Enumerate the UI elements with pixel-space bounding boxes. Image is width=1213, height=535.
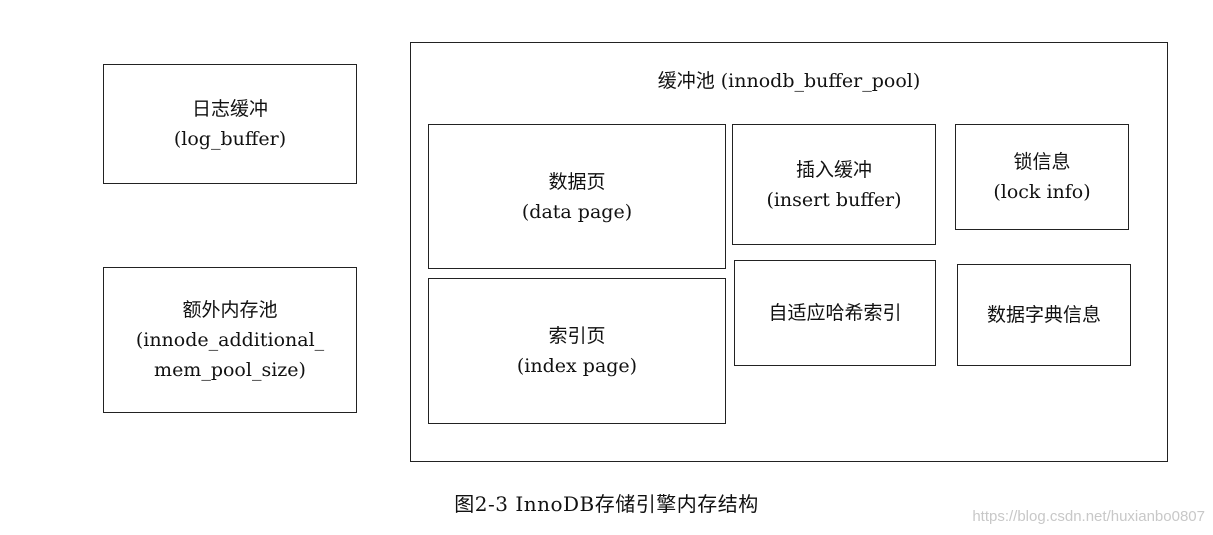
watermark: https://blog.csdn.net/huxianbo0807 (972, 508, 1205, 525)
index-page-box: 索引页 (index page) (428, 278, 726, 424)
buffer-pool-title: 缓冲池 (innodb_buffer_pool) (657, 70, 921, 92)
lock-info-box: 锁信息 (lock info) (955, 124, 1129, 230)
log-buffer-box: 日志缓冲 (log_buffer) (103, 64, 357, 184)
insert-buffer-box: 插入缓冲 (insert buffer) (732, 124, 936, 245)
index-page-sublabel: (index page) (516, 355, 638, 377)
data-dictionary-label: 数据字典信息 (986, 304, 1101, 326)
log-buffer-label: 日志缓冲 (191, 98, 268, 120)
lock-info-sublabel: (lock info) (993, 181, 1091, 203)
adaptive-hash-index-label: 自适应哈希索引 (768, 302, 902, 324)
data-dictionary-box: 数据字典信息 (957, 264, 1131, 366)
adaptive-hash-index-box: 自适应哈希索引 (734, 260, 936, 366)
log-buffer-sublabel: (log_buffer) (173, 128, 287, 150)
insert-buffer-label: 插入缓冲 (795, 158, 872, 181)
additional-mem-pool-box: 额外内存池 (innode_additional_ mem_pool_size) (103, 267, 357, 413)
lock-info-label: 锁信息 (1013, 151, 1071, 173)
figure-caption: 图2-3 InnoDB存储引擎内存结构 (454, 492, 759, 516)
additional-mem-pool-sublabel-1: (innode_additional_ (135, 329, 325, 351)
index-page-label: 索引页 (548, 325, 606, 347)
insert-buffer-sublabel: (insert buffer) (766, 188, 902, 211)
data-page-label: 数据页 (548, 170, 606, 193)
data-page-box: 数据页 (data page) (428, 124, 726, 269)
additional-mem-pool-sublabel-2: mem_pool_size) (154, 359, 306, 381)
data-page-sublabel: (data page) (521, 200, 633, 223)
additional-mem-pool-label: 额外内存池 (182, 299, 278, 321)
